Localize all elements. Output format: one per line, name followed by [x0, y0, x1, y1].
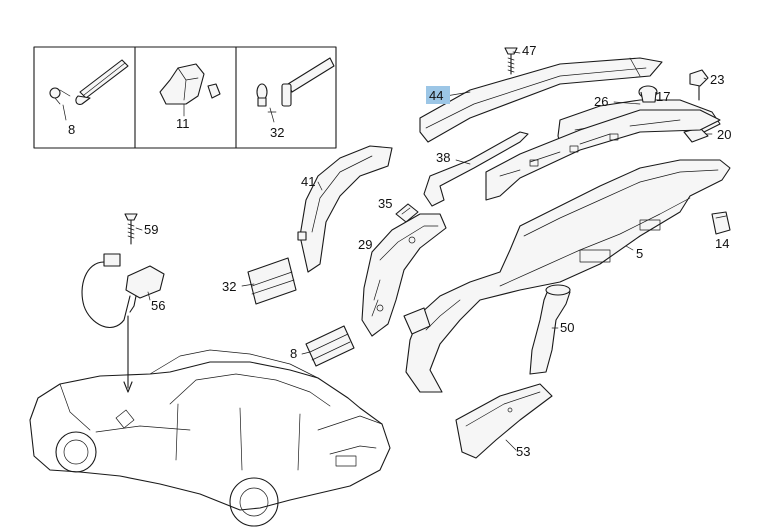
- callout-35: 35: [378, 196, 392, 211]
- callout-38: 38: [436, 150, 450, 165]
- car-illustration: [29, 349, 391, 527]
- part-44-top-trim-strip: [419, 57, 663, 143]
- highlight-44: [426, 86, 450, 104]
- part-17-plug: [638, 85, 658, 103]
- callout-56: 56: [151, 298, 165, 313]
- callout-50: 50: [560, 320, 574, 335]
- part-8-seal-strip: [305, 325, 355, 367]
- callout-53: 53: [516, 444, 530, 459]
- part-32-seal-strip: [247, 257, 297, 305]
- callout-41: 41: [301, 174, 315, 189]
- part-56-sensor-harness: [81, 253, 165, 393]
- part-35-clip: [395, 203, 419, 223]
- callout-8: 8: [290, 346, 297, 361]
- part-32-detail-bulb-strip: [256, 57, 335, 123]
- part-8-detail-seal-strip: [49, 59, 129, 121]
- part-47-screw: [504, 47, 518, 75]
- callout-32-inset: 32: [270, 125, 284, 140]
- part-5-lower-panel: [403, 159, 731, 393]
- callout-20: 20: [717, 127, 731, 142]
- part-50-duct: [529, 284, 571, 375]
- callout-26: 26: [594, 94, 608, 109]
- part-23-bolt: [689, 69, 709, 101]
- callout-11: 11: [176, 116, 190, 131]
- callout-23: 23: [710, 72, 724, 87]
- part-53-cover: [455, 383, 553, 459]
- callout-47: 47: [522, 43, 536, 58]
- part-11-detail-bracket: [159, 63, 221, 117]
- part-38-long-rail: [423, 109, 721, 207]
- part-41-pillar-trim: [297, 145, 393, 273]
- detail-inset-box: [33, 46, 337, 149]
- callout-32: 32: [222, 279, 236, 294]
- part-59-screw: [124, 213, 138, 245]
- callout-29: 29: [358, 237, 372, 252]
- callout-5: 5: [636, 246, 643, 261]
- part-29-side-panel: [361, 213, 447, 337]
- callout-59: 59: [144, 222, 158, 237]
- callout-44: 44: [429, 88, 443, 103]
- part-14-block: [711, 211, 731, 235]
- callout-17: 17: [656, 89, 670, 104]
- callout-8-inset: 8: [68, 122, 75, 137]
- callout-14: 14: [715, 236, 729, 251]
